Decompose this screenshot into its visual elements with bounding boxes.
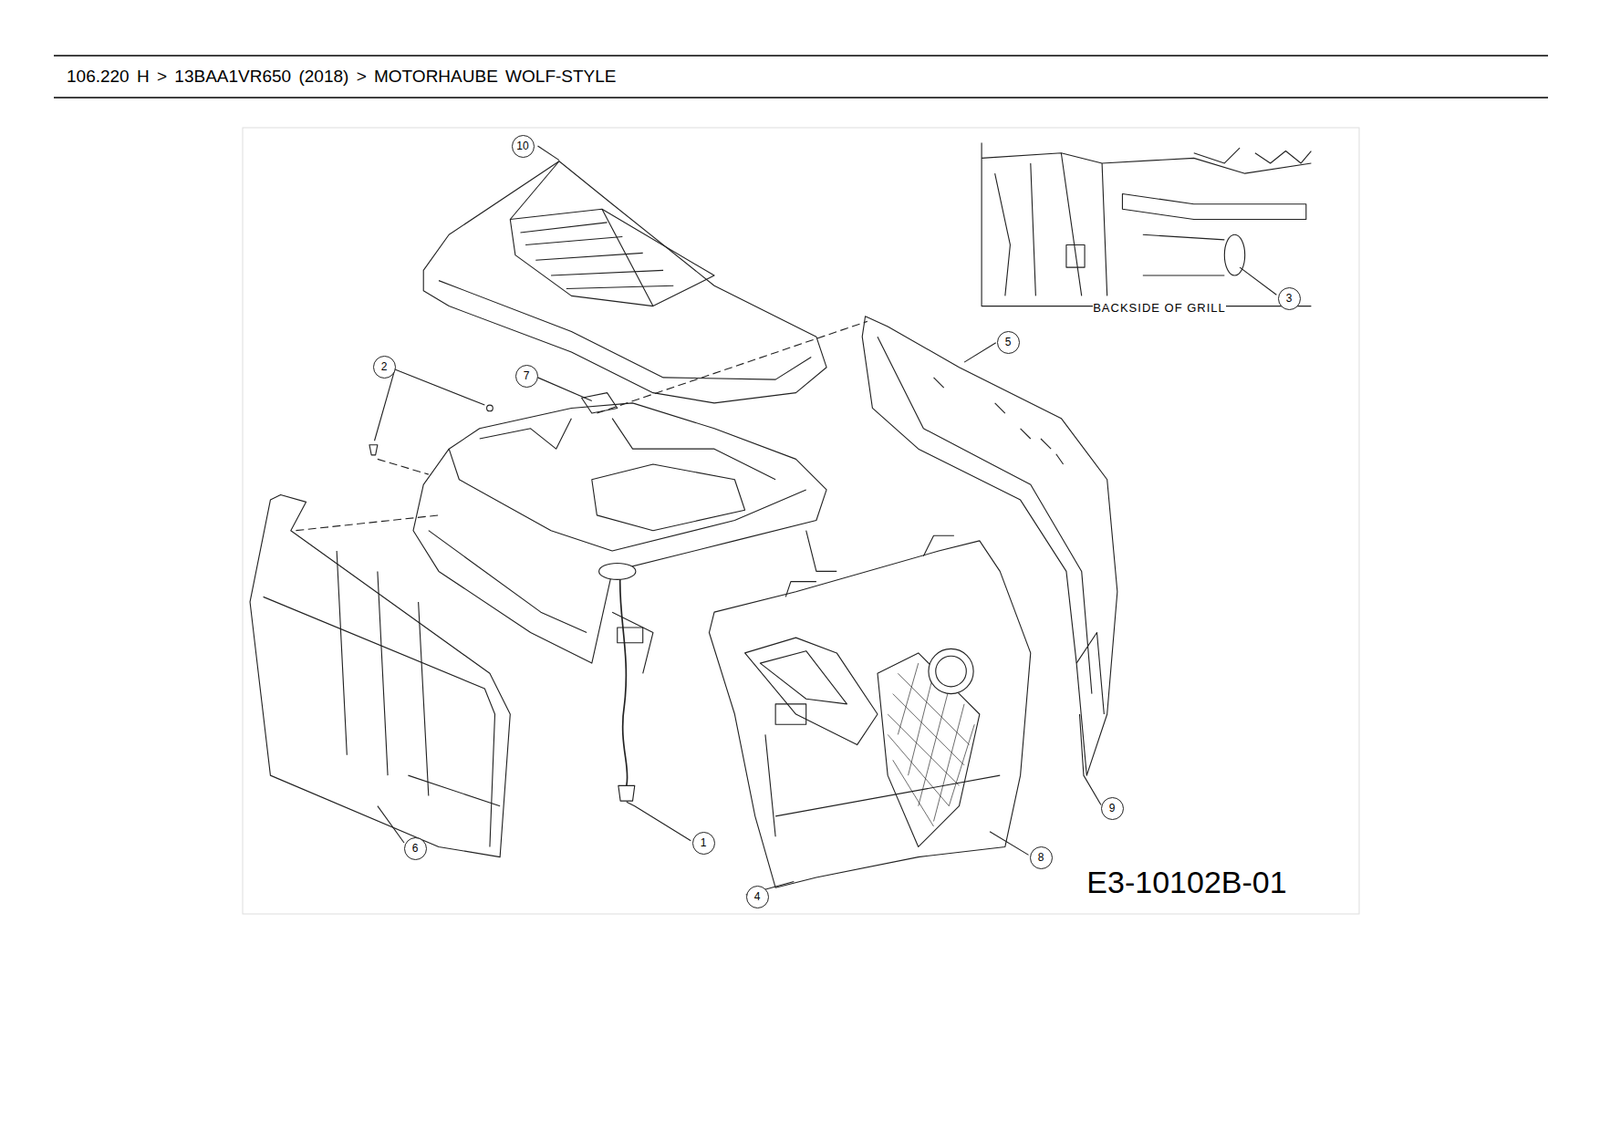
callout-text: 6 — [412, 842, 419, 854]
callout-text: 1 — [700, 837, 707, 849]
drawing-number: E3-10102B-01 — [1086, 865, 1287, 900]
callout-text: 9 — [1109, 802, 1116, 814]
callout-number: 4 — [746, 885, 769, 909]
callout-text: 5 — [1005, 336, 1012, 348]
callout-text: 10 — [516, 140, 529, 152]
callout-text: 4 — [754, 891, 761, 903]
callout-number: 10 — [511, 135, 535, 158]
callout-number: 1 — [692, 831, 716, 855]
callout-number: 2 — [373, 355, 396, 379]
callout-number: 9 — [1101, 797, 1124, 821]
callout-number: 7 — [515, 364, 539, 388]
callout-text: 2 — [381, 361, 388, 373]
callout-text: 8 — [1038, 851, 1045, 863]
callout-number: 6 — [404, 837, 427, 861]
callout-text: 7 — [523, 370, 530, 382]
callout-number: 3 — [1277, 287, 1301, 311]
inset-caption: BACKSIDE OF GRILL — [1092, 301, 1226, 315]
callout-text: 3 — [1286, 292, 1293, 304]
callout-number: 5 — [997, 331, 1020, 354]
page-title: 106.220 H > 13BAA1VR650 (2018) > MOTORHA… — [66, 66, 617, 87]
callout-number: 8 — [1029, 846, 1053, 870]
